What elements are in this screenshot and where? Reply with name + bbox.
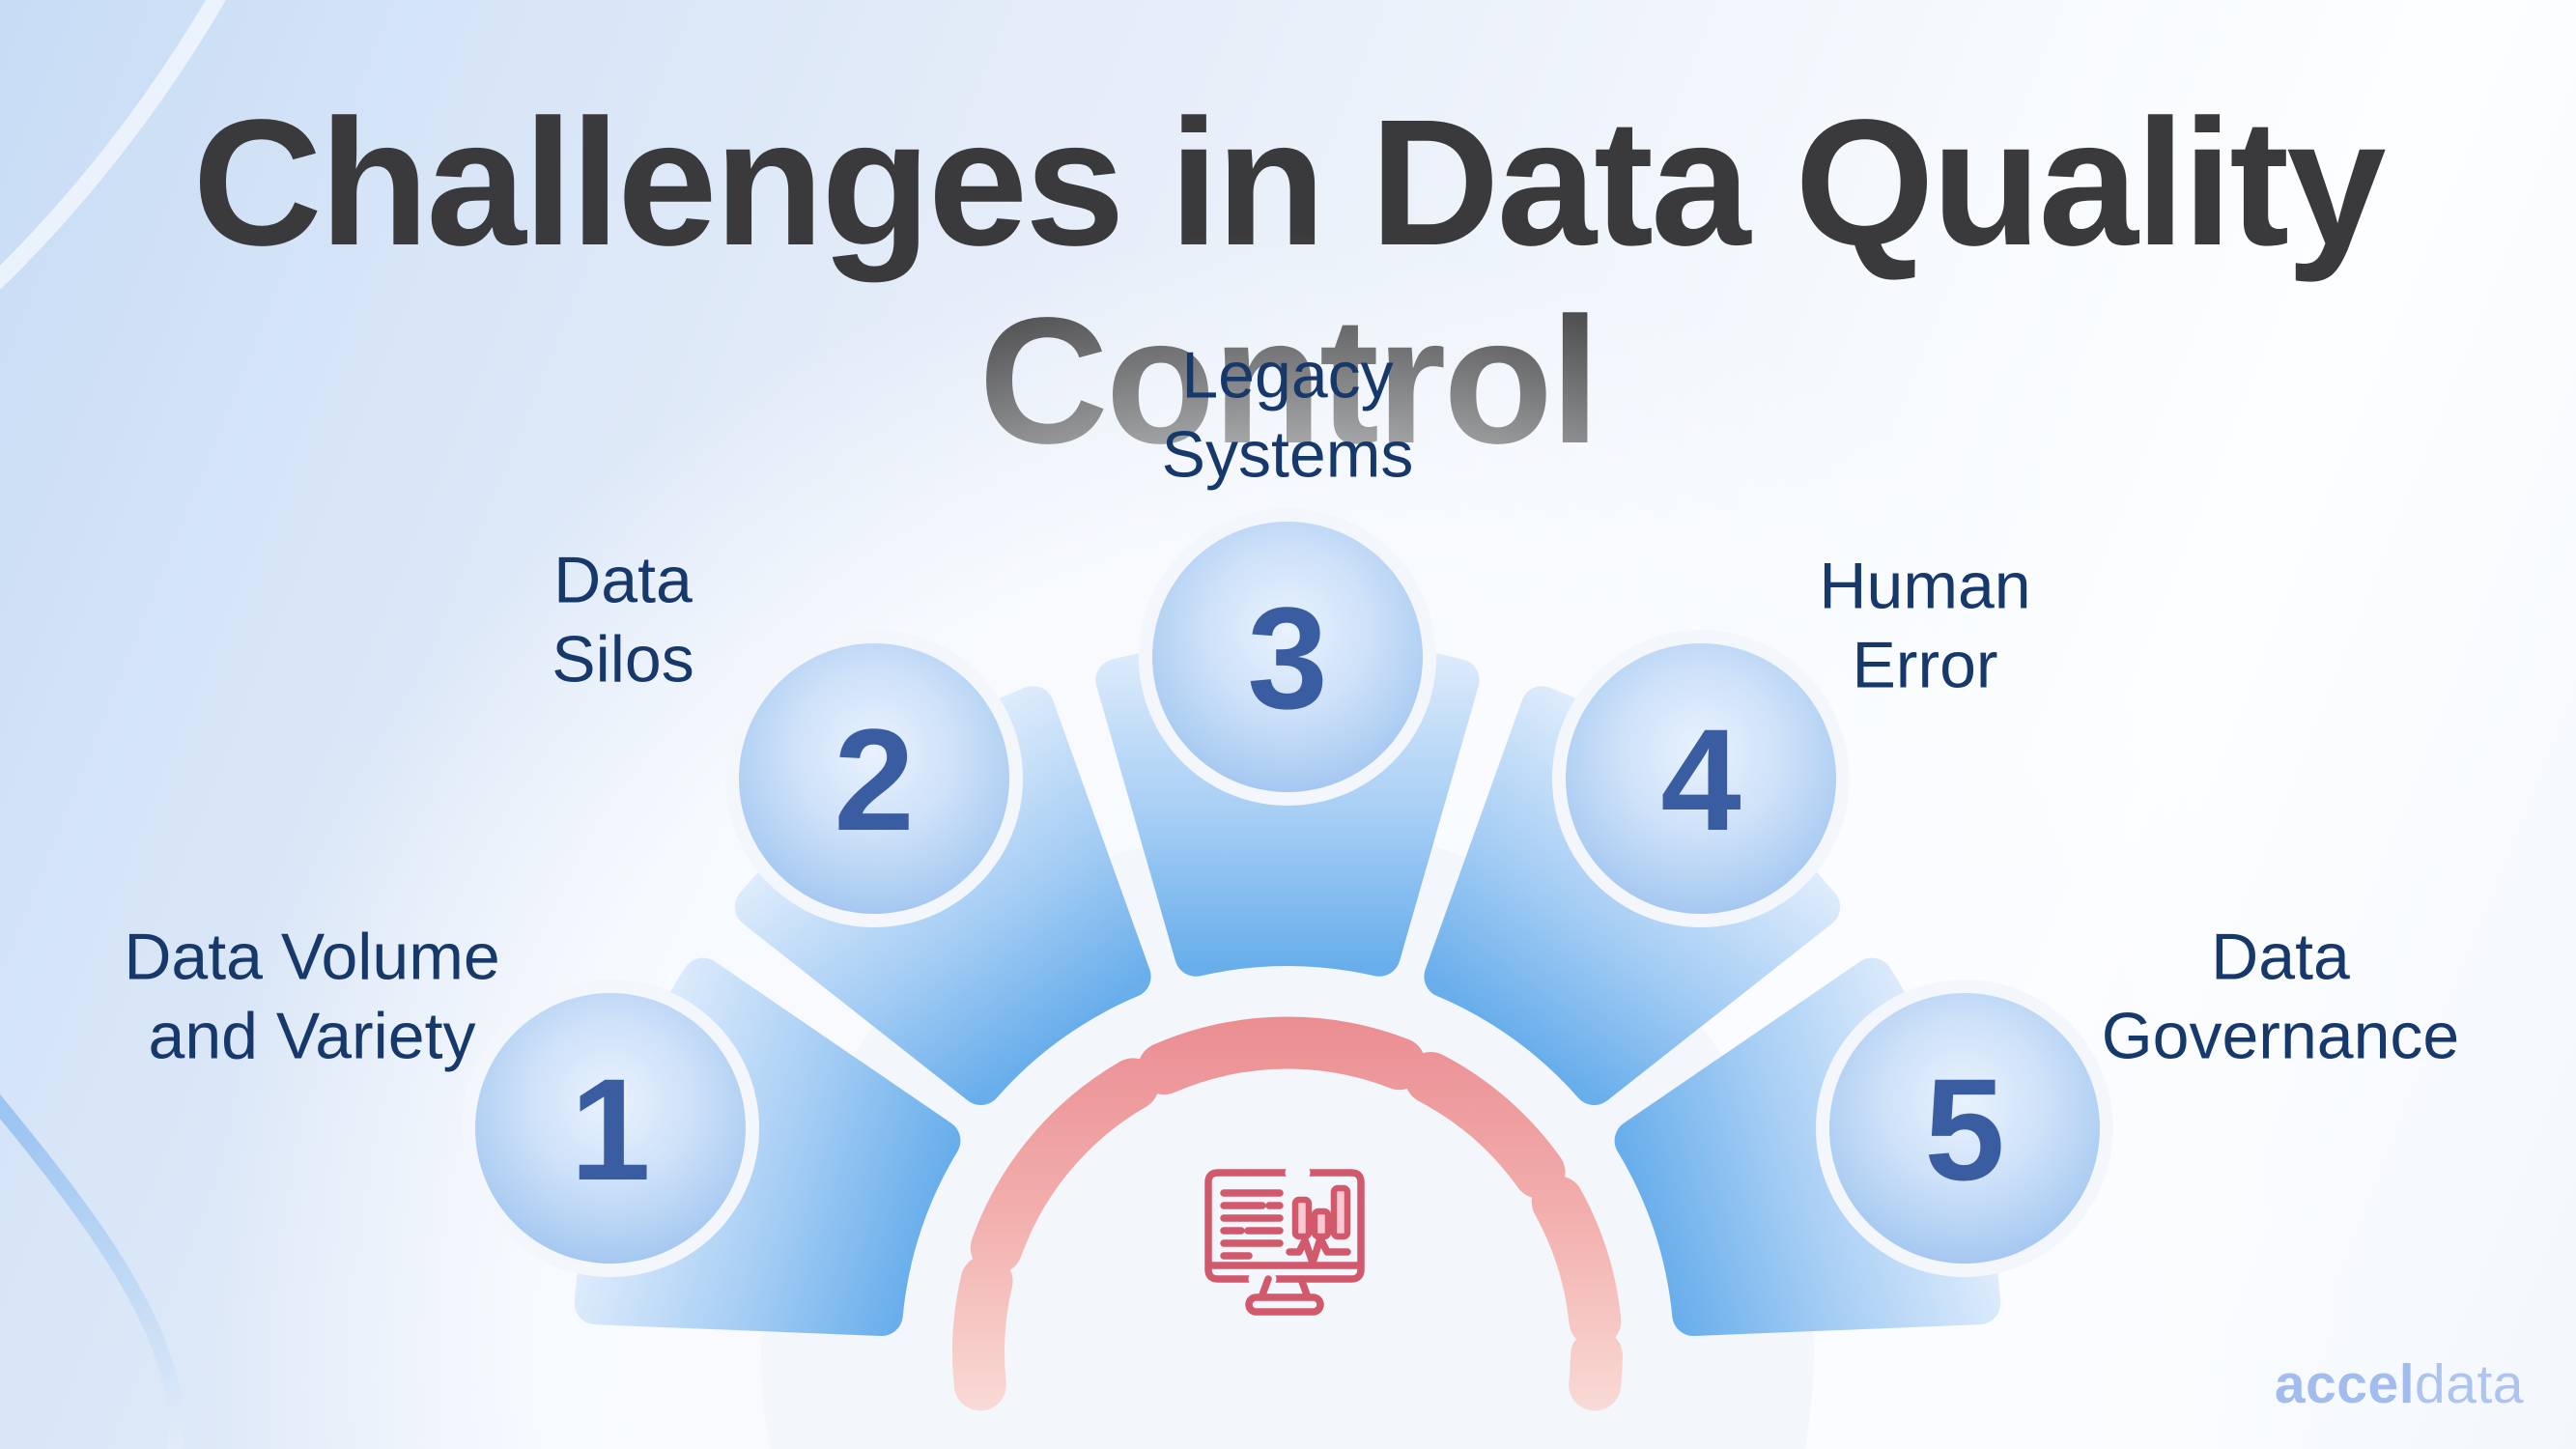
icon-screen [1204, 1169, 1365, 1283]
brand-logo: acceldata [2275, 1352, 2524, 1416]
step-circle-4: 4 [1552, 630, 1850, 927]
step-circle-1: 1 [462, 980, 759, 1277]
icon-stand-base [1245, 1293, 1324, 1316]
step-label-human-error: Human Error [1819, 549, 2031, 701]
step-number-1: 1 [570, 1048, 650, 1210]
step-label-legacy-systems: Legacy Systems [1161, 338, 1414, 491]
decorative-curve-bottom-left [0, 1094, 184, 1449]
icon-text-lines [1220, 1189, 1284, 1260]
step-circle-face [739, 643, 1009, 914]
icon-bar-chart [1291, 1184, 1351, 1240]
step-circle-2: 2 [725, 630, 1023, 927]
step-label-data-silos: Data Silos [552, 543, 694, 696]
step-circle-face [1829, 993, 2100, 1264]
step-circle-face [1566, 643, 1836, 914]
brand-logo-accel: accel [2274, 1353, 2416, 1415]
step-number-5: 5 [1924, 1048, 2004, 1210]
brand-logo-data: data [2415, 1353, 2524, 1415]
step-number-4: 4 [1660, 698, 1741, 861]
monitor-analytics-icon [1204, 1166, 1365, 1316]
icon-bar [1291, 1196, 1313, 1240]
step-label-data-governance: Data Governance [2101, 920, 2460, 1072]
progress-arc [952, 1016, 1623, 1411]
icon-pulse-line [1286, 1235, 1351, 1266]
step-number-3: 3 [1247, 577, 1327, 739]
decorative-arc-top-left [0, 0, 226, 290]
step-circle-face [475, 993, 746, 1264]
icon-bar [1330, 1184, 1351, 1240]
step-label-data-volume-and-variety: Data Volume and Variety [124, 920, 500, 1072]
step-circle-3: 3 [1139, 508, 1436, 806]
step-circle-face [1152, 522, 1423, 792]
icon-bar [1311, 1208, 1332, 1240]
step-number-2: 2 [834, 698, 914, 861]
step-circle-5: 5 [1816, 980, 2113, 1277]
